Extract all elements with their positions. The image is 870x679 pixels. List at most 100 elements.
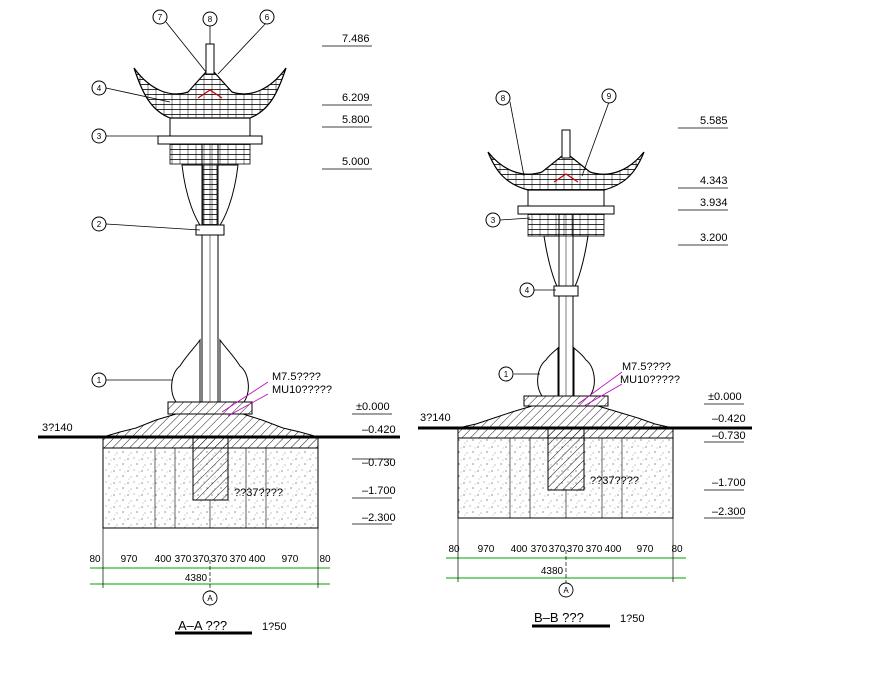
dimension-label: 370: [531, 544, 548, 555]
dimension-label: 370: [586, 544, 603, 555]
marker-leaders: [105, 21, 268, 381]
bracket-set: [527, 213, 605, 237]
level-label: 5.800: [342, 114, 370, 126]
level-marks: [322, 45, 400, 525]
level-label: 3.934: [700, 197, 728, 209]
right-markers: 8 9 3 4 1: [485, 88, 617, 382]
concrete-base: [102, 413, 319, 449]
bracket-right: [217, 164, 239, 230]
left-dimension-labels: 80 970 400 370 370 370 370 400 970 80: [89, 554, 331, 565]
mortar-note: M7.5????: [622, 361, 671, 373]
dimension-lines: [90, 528, 330, 592]
masonry-note: MU10?????: [272, 384, 332, 396]
level-label: –0.730: [712, 430, 746, 442]
level-label: 3.200: [700, 232, 728, 244]
dimension-label: 370: [211, 554, 228, 565]
foundation-grid: [154, 448, 267, 528]
ground-offset-label: 3?140: [42, 422, 73, 434]
bracket-set: [169, 143, 251, 165]
dimension-label: 370: [175, 554, 192, 565]
marker-label: 3: [491, 216, 496, 225]
level-label: –2.300: [712, 506, 746, 518]
bracket-right: [572, 235, 589, 292]
dimension-label: 80: [671, 544, 683, 555]
left-markers: 7 8 6 4 3 2 1: [91, 9, 275, 388]
section-b-b: [418, 101, 752, 628]
marker-label: 9: [607, 92, 612, 101]
dimension-label: 400: [605, 544, 622, 555]
dimension-label: 370: [230, 554, 247, 565]
axis-label: A: [563, 586, 569, 595]
total-dimension: 4380: [541, 566, 564, 577]
dimension-label: 80: [448, 544, 460, 555]
bracket-left: [543, 235, 560, 292]
plinth: [167, 401, 253, 415]
marker-label: 1: [504, 370, 509, 379]
roof-section: [133, 67, 287, 119]
finial: [561, 129, 571, 159]
level-label: –0.420: [712, 413, 746, 425]
footing-stem: [547, 427, 585, 491]
marker-label: 4: [525, 286, 530, 295]
section-title: B–B ???: [534, 610, 584, 625]
marker-label: 1: [97, 376, 102, 385]
eave-beam: [517, 205, 615, 215]
dimension-label: 80: [89, 554, 101, 565]
marker-label: 2: [97, 220, 102, 229]
dimension-label: 400: [249, 554, 266, 565]
left-level-labels: 7.486 6.209 5.800 5.000 ±0.000 –0.420 –0…: [342, 33, 396, 524]
dimension-label: 970: [637, 544, 654, 555]
marker-label: 8: [501, 94, 506, 103]
bracket-left: [181, 164, 203, 230]
level-label: 4.343: [700, 175, 728, 187]
dimension-label: 400: [155, 554, 172, 565]
marker-label: 7: [158, 13, 163, 22]
drum-stone-left: [171, 338, 201, 403]
dimension-label: 370: [193, 554, 210, 565]
concrete-base: [457, 405, 674, 439]
marker-leaders: [499, 101, 610, 375]
total-dimension: 4380: [185, 573, 208, 584]
level-label: –1.700: [712, 477, 746, 489]
drum-stone-left: [537, 346, 559, 397]
level-label: –2.300: [362, 512, 396, 524]
plinth: [523, 395, 609, 407]
level-marks: [678, 127, 752, 519]
marker-label: 3: [97, 132, 102, 141]
level-label: ±0.000: [708, 391, 742, 403]
section-scale: 1?50: [262, 621, 286, 633]
finial: [205, 43, 215, 75]
drum-stone-right: [573, 346, 595, 397]
level-label: –1.700: [362, 485, 396, 497]
dimension-label: 400: [511, 544, 528, 555]
mortar-note: M7.5????: [272, 371, 321, 383]
foundation-grid: [509, 438, 623, 518]
dimension-label: 370: [567, 544, 584, 555]
dimension-label: 80: [319, 554, 331, 565]
dimension-label: 370: [549, 544, 566, 555]
masonry-note: MU10?????: [620, 374, 680, 386]
right-level-labels: 5.585 4.343 3.934 3.200 ±0.000 –0.420 –0…: [700, 115, 746, 518]
footing-stem: [192, 436, 229, 501]
right-dimension-labels: 80 970 400 370 370 370 370 400 970 80: [448, 544, 683, 555]
level-label: 6.209: [342, 92, 370, 104]
dimension-label: 970: [121, 554, 138, 565]
dimension-lines: [446, 518, 686, 584]
ground-offset-label: 3?140: [420, 412, 451, 424]
roof-section: [487, 151, 645, 191]
drum-stone-right: [219, 338, 249, 403]
note-leaders: [577, 371, 623, 407]
eave-beam: [157, 135, 263, 145]
section-scale: 1?50: [620, 613, 644, 625]
axis-label: A: [207, 594, 213, 603]
axis-bubble: [202, 590, 218, 606]
foundation-note: ??37????: [234, 487, 283, 499]
level-label: –0.420: [362, 424, 396, 436]
dimension-label: 970: [478, 544, 495, 555]
level-label: –0.730: [362, 457, 396, 469]
axis-bubble: [558, 582, 574, 598]
marker-label: 6: [265, 13, 270, 22]
level-label: ±0.000: [356, 401, 390, 413]
marker-label: 8: [208, 15, 213, 24]
